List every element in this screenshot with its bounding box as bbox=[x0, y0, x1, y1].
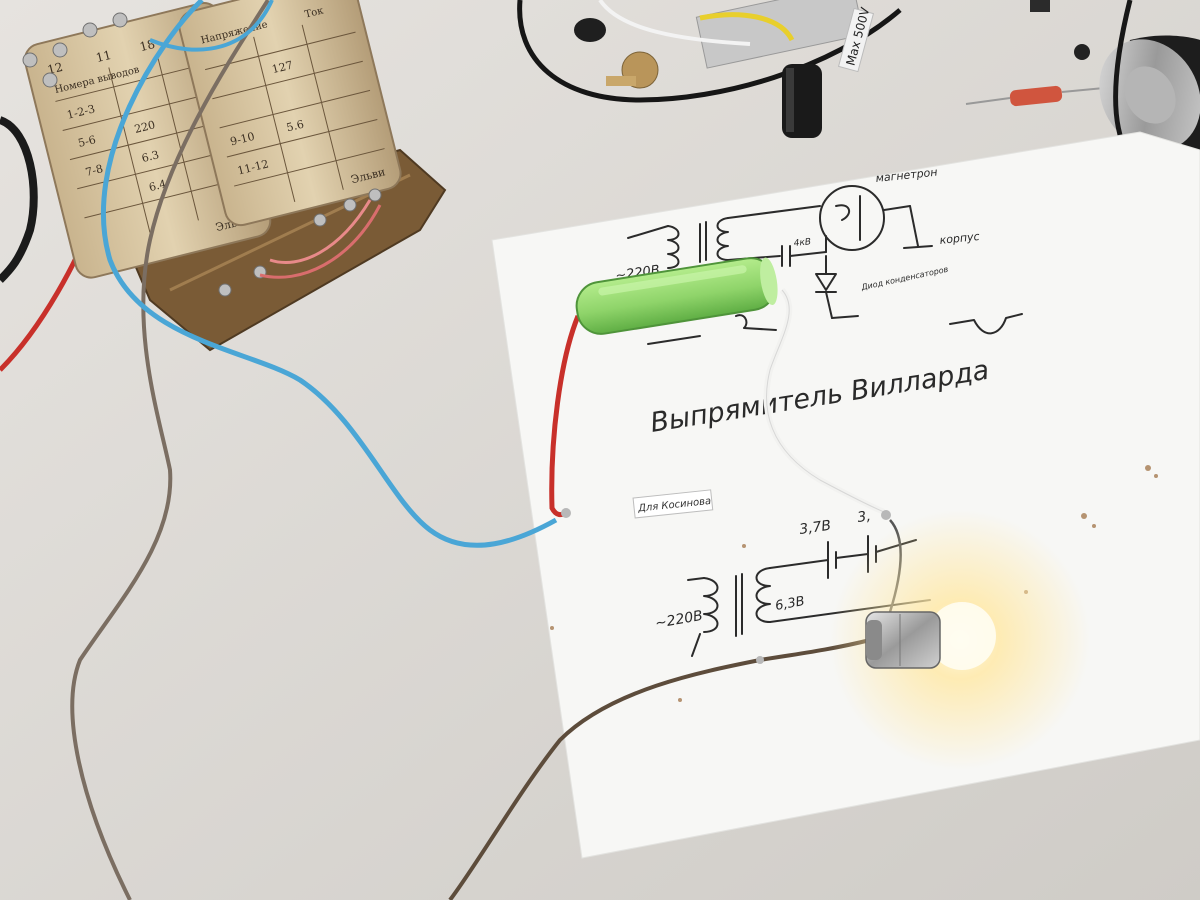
pink-wire-transformer bbox=[269, 199, 372, 264]
magnetron-symbol bbox=[819, 185, 885, 251]
name-tag: Для Косинова bbox=[632, 489, 714, 519]
transformer-val-2: 220 bbox=[133, 118, 157, 136]
white-wire-top bbox=[598, 0, 751, 46]
right-coil: Напряжение Ток 9-10 11-12 127 5.6 Эльви bbox=[178, 0, 402, 227]
black-cable-left bbox=[0, 116, 38, 283]
top-secondary-coil bbox=[716, 217, 729, 261]
small-component bbox=[1030, 0, 1050, 12]
top-primary-coil bbox=[667, 225, 680, 269]
brown-wire-joint bbox=[756, 656, 764, 664]
transformer-val-1: 127 bbox=[271, 59, 295, 77]
capacitor-top-highlight bbox=[786, 68, 794, 132]
top-electronics-cluster: Max 500V bbox=[517, 0, 1200, 180]
blue-wire bbox=[100, 0, 558, 548]
bottom-secondary-coil bbox=[755, 567, 771, 623]
transistor-small bbox=[1074, 44, 1090, 60]
waveform-sketch bbox=[949, 313, 1023, 335]
red-wire-joint bbox=[561, 508, 571, 518]
yellow-wire bbox=[699, 12, 795, 42]
pink-wire-transformer-2 bbox=[259, 204, 382, 279]
v3-label: 3, bbox=[856, 508, 871, 526]
magnetron-label: магнетрон bbox=[875, 166, 938, 185]
black-cable-top bbox=[517, 0, 902, 103]
resistor-lead-right bbox=[1061, 87, 1105, 93]
light-bulb bbox=[865, 602, 996, 670]
transformer-row-3: 7-8 bbox=[84, 162, 104, 179]
v37-label: 3,7В bbox=[798, 518, 832, 538]
black-capacitor-top bbox=[574, 18, 606, 42]
transformer-val-5: 5.6 bbox=[285, 118, 305, 135]
transformer-val-3: 6.3 bbox=[140, 148, 160, 165]
transformer-row-2: 5-6 bbox=[77, 133, 97, 150]
bottom-primary-coil bbox=[703, 577, 719, 633]
resistor-lead-left bbox=[965, 97, 1011, 105]
transformer: 12 11 18 Номера выводов 1-2-3 5-6 7-8 22… bbox=[22, 0, 447, 352]
white-wire-outline bbox=[766, 289, 885, 513]
red-resistor bbox=[1009, 85, 1063, 107]
transformer-header-right: Ток bbox=[304, 5, 326, 20]
white-wire-joint bbox=[881, 510, 891, 520]
speaker bbox=[1099, 35, 1200, 154]
brown-wire-bottom bbox=[448, 638, 871, 900]
brown-grey-wire bbox=[70, 0, 270, 900]
korpus-label: корпус bbox=[939, 230, 980, 247]
red-wire bbox=[549, 315, 581, 518]
capacitor-label: 4кВ bbox=[793, 237, 811, 249]
transformer-row-4: 9-10 bbox=[229, 130, 256, 149]
transformer-header-num-2: 11 bbox=[95, 48, 113, 65]
v63-label: 6,3В bbox=[774, 594, 806, 614]
blue-wire-top-loop bbox=[149, 0, 274, 52]
transformer-val-4: 6.4 bbox=[148, 177, 168, 194]
potentiometer-shaft bbox=[606, 76, 636, 86]
transformer-base-plate bbox=[118, 148, 447, 352]
green-battery bbox=[575, 257, 778, 335]
